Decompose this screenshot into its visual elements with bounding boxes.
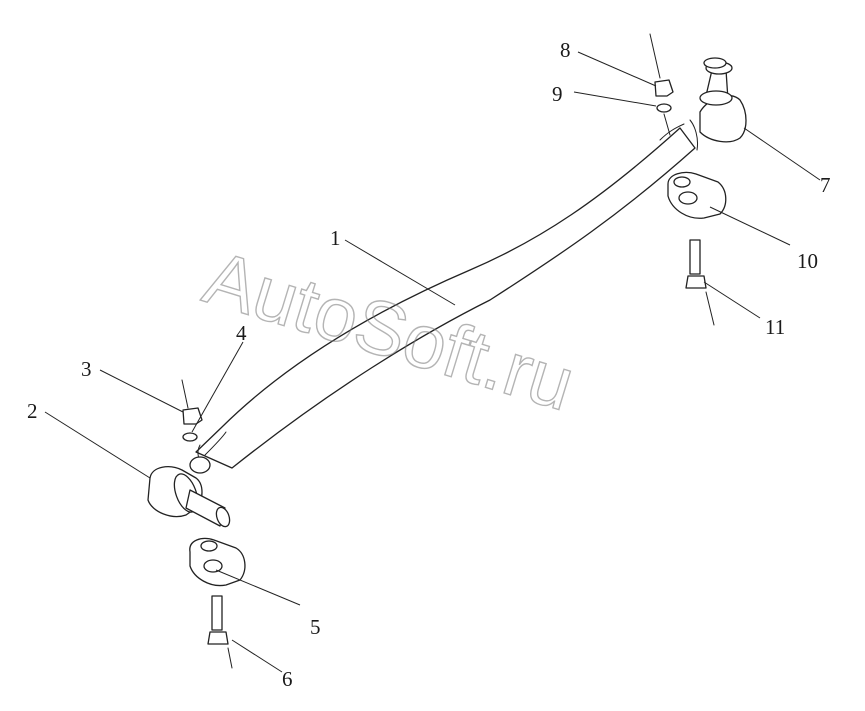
callout-8: 8: [560, 38, 571, 62]
clamp-left: [189, 537, 246, 587]
ball-joint-left: [147, 456, 231, 528]
nut-right: [649, 33, 674, 136]
callout-3: 3: [81, 357, 92, 381]
callouts: 1 2 3 4 5 6 7 8 9 10 11: [27, 38, 831, 691]
bolt-left: [207, 595, 233, 669]
callout-2: 2: [27, 399, 38, 423]
bolt-right: [685, 239, 715, 326]
callout-11: 11: [765, 315, 785, 339]
callout-6: 6: [282, 667, 293, 691]
callout-5: 5: [310, 615, 321, 639]
callout-10: 10: [797, 249, 818, 273]
callout-4: 4: [236, 321, 247, 345]
callout-9: 9: [552, 82, 563, 106]
leader-lines: [44, 51, 821, 673]
callout-7: 7: [820, 173, 831, 197]
nut-left: [181, 379, 203, 442]
ball-joint-right: [699, 57, 747, 143]
clamp-right: [667, 171, 727, 219]
callout-1: 1: [330, 226, 341, 250]
